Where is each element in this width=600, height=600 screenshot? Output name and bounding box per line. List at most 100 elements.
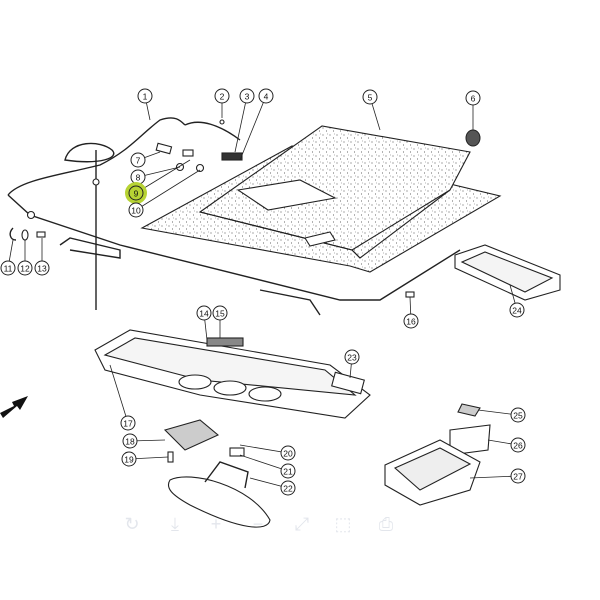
callout-8[interactable]: 8 bbox=[130, 169, 146, 185]
callout-circle bbox=[196, 305, 212, 321]
callout-26[interactable]: 26 bbox=[510, 437, 526, 453]
callout-label: 22 bbox=[283, 484, 293, 494]
callout-label: 1 bbox=[143, 92, 148, 102]
callout-circle bbox=[0, 260, 16, 276]
callout-17[interactable]: 17 bbox=[120, 415, 136, 431]
callout-27[interactable]: 27 bbox=[510, 468, 526, 484]
callout-13[interactable]: 13 bbox=[34, 260, 50, 276]
callout-circle bbox=[280, 480, 296, 496]
callout-6[interactable]: 6 bbox=[465, 90, 481, 106]
leader-line bbox=[109, 364, 129, 424]
callout-7[interactable]: 7 bbox=[130, 152, 146, 168]
callout-2[interactable]: 2 bbox=[214, 88, 230, 104]
callout-18[interactable]: 18 bbox=[122, 433, 138, 449]
headliner-panel bbox=[140, 125, 502, 273]
callout-label: 12 bbox=[20, 264, 30, 274]
leader-line bbox=[469, 475, 519, 479]
callout-label: 13 bbox=[37, 264, 47, 274]
leader-line bbox=[234, 95, 248, 153]
callout-label: 18 bbox=[125, 437, 135, 447]
callout-label: 21 bbox=[283, 467, 293, 477]
direction-arrow-icon bbox=[0, 396, 28, 418]
callout-1[interactable]: 1 bbox=[137, 88, 153, 104]
callout-22[interactable]: 22 bbox=[280, 480, 296, 496]
callout-15[interactable]: 15 bbox=[212, 305, 228, 321]
callout-label: 15 bbox=[215, 309, 225, 319]
download-icon[interactable]: ⤓ bbox=[171, 514, 179, 534]
callout-circle bbox=[510, 407, 526, 423]
callout-19[interactable]: 19 bbox=[121, 451, 137, 467]
callout-circle bbox=[510, 468, 526, 484]
callout-5[interactable]: 5 bbox=[362, 89, 378, 105]
callout-circle bbox=[362, 89, 378, 105]
leader-line bbox=[239, 454, 289, 472]
callout-circle bbox=[258, 88, 274, 104]
leader-line bbox=[239, 444, 289, 454]
callout-label: 17 bbox=[123, 419, 133, 429]
callout-label: 4 bbox=[264, 92, 269, 102]
callout-4[interactable]: 4 bbox=[258, 88, 274, 104]
callout-11[interactable]: 11 bbox=[0, 260, 16, 276]
zoom-out-icon[interactable]: − bbox=[252, 514, 264, 534]
callout-label: 23 bbox=[347, 353, 357, 363]
callout-circle bbox=[120, 415, 136, 431]
callout-circle bbox=[509, 302, 525, 318]
callout-label: 27 bbox=[513, 472, 523, 482]
callout-circle bbox=[212, 305, 228, 321]
callout-label: 2 bbox=[220, 92, 225, 102]
callout-14[interactable]: 14 bbox=[196, 305, 212, 321]
leader-line bbox=[135, 169, 201, 211]
callout-circle bbox=[121, 451, 137, 467]
callout-circle bbox=[34, 260, 50, 276]
leader-line bbox=[239, 95, 267, 161]
callout-label: 8 bbox=[136, 173, 141, 183]
callout-12[interactable]: 12 bbox=[17, 260, 33, 276]
crop-icon[interactable]: ⬚ bbox=[334, 514, 352, 534]
callout-10[interactable]: 10 bbox=[128, 202, 144, 218]
callout-label: 20 bbox=[283, 449, 293, 459]
callout-circle bbox=[239, 88, 255, 104]
callout-9[interactable]: 9 bbox=[125, 182, 147, 204]
bezel-24 bbox=[454, 244, 561, 301]
callout-circle bbox=[17, 260, 33, 276]
fullscreen-icon[interactable]: ⤢ bbox=[294, 514, 310, 534]
callout-label: 7 bbox=[136, 156, 141, 166]
callout-label: 19 bbox=[124, 455, 134, 465]
callout-circle bbox=[280, 463, 296, 479]
zoom-in-icon[interactable]: + bbox=[210, 514, 222, 534]
callout-label: 6 bbox=[471, 94, 476, 104]
callout-3[interactable]: 3 bbox=[239, 88, 255, 104]
callout-label: 3 bbox=[245, 92, 250, 102]
callout-21[interactable]: 21 bbox=[280, 463, 296, 479]
callout-highlight bbox=[125, 182, 147, 204]
callout-label: 26 bbox=[513, 441, 523, 451]
callout-label: 11 bbox=[4, 264, 13, 274]
viewer-toolbar: ↻ ⤓ + − ⤢ ⬚ ⎙ bbox=[115, 510, 405, 538]
console-tray bbox=[94, 329, 371, 419]
callout-16[interactable]: 16 bbox=[403, 313, 419, 329]
callout-circle bbox=[137, 88, 153, 104]
callout-circle bbox=[344, 349, 360, 365]
callout-circle bbox=[214, 88, 230, 104]
callout-circle bbox=[510, 437, 526, 453]
callout-circle bbox=[403, 313, 419, 329]
callout-circle bbox=[130, 152, 146, 168]
callout-label: 14 bbox=[199, 309, 209, 319]
callout-label: 25 bbox=[513, 411, 523, 421]
print-icon[interactable]: ⎙ bbox=[378, 514, 394, 534]
callout-label: 16 bbox=[406, 317, 416, 327]
callout-24[interactable]: 24 bbox=[509, 302, 525, 318]
callout-23[interactable]: 23 bbox=[344, 349, 360, 365]
callout-label: 10 bbox=[131, 206, 141, 216]
callout-label: 24 bbox=[512, 306, 522, 316]
callout-label: 9 bbox=[134, 189, 139, 199]
wiring-harness bbox=[7, 117, 461, 316]
callout-label: 5 bbox=[368, 93, 373, 103]
lower-parts bbox=[163, 403, 491, 528]
callout-25[interactable]: 25 bbox=[510, 407, 526, 423]
callout-circle bbox=[122, 433, 138, 449]
callout-20[interactable]: 20 bbox=[280, 445, 296, 461]
rotate-icon[interactable]: ↻ bbox=[124, 514, 140, 534]
callout-circle bbox=[280, 445, 296, 461]
